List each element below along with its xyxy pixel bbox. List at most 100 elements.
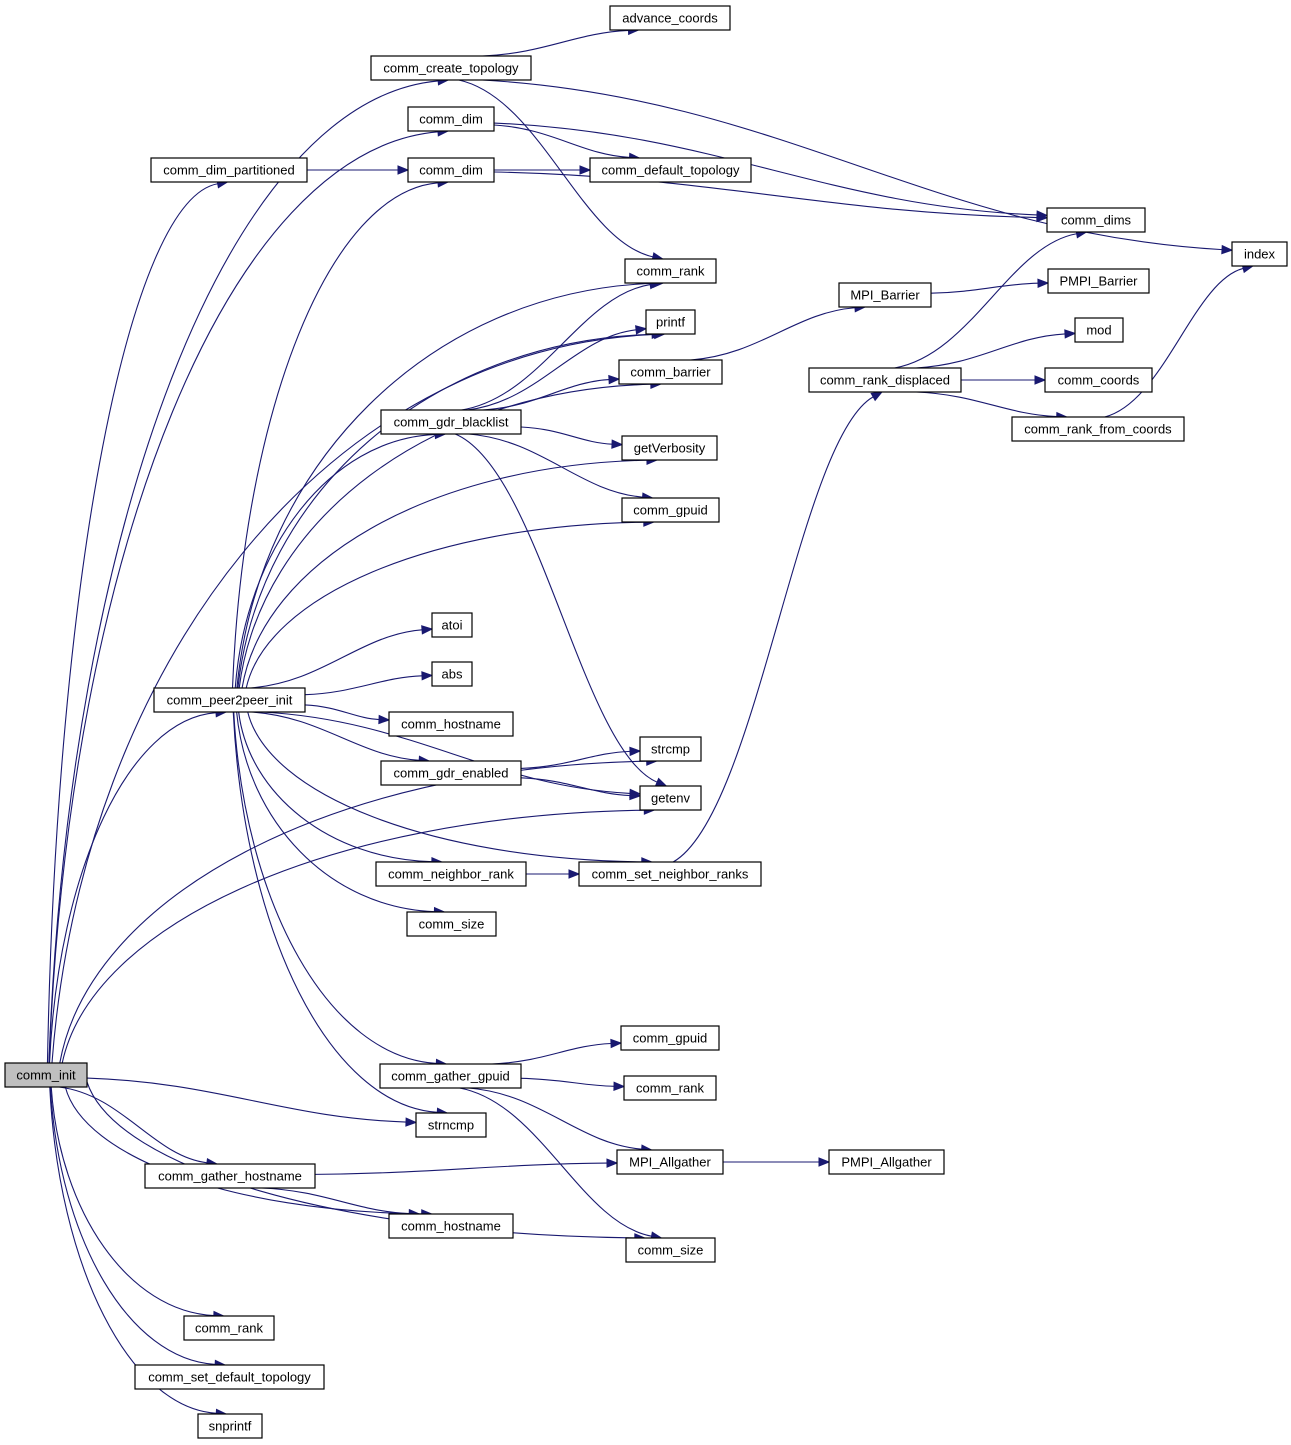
- node-label: comm_peer2peer_init: [167, 693, 293, 708]
- arrowhead-icon: [1064, 329, 1077, 339]
- edge-line: [48, 80, 439, 1064]
- node-getenv[interactable]: getenv: [639, 785, 702, 811]
- node-comm-dims[interactable]: comm_dims: [1046, 207, 1146, 233]
- edge-comm-dim-partitioned-to-comm-dim-b: [307, 165, 410, 175]
- node-abs[interactable]: abs: [431, 661, 473, 687]
- node-comm-gpuid-a[interactable]: comm_gpuid: [621, 497, 720, 523]
- arrowhead-icon: [579, 165, 592, 175]
- node-mod[interactable]: mod: [1074, 317, 1124, 343]
- node-comm-rank-b[interactable]: comm_rank: [623, 1075, 717, 1101]
- node-label: snprintf: [209, 1419, 252, 1434]
- node-comm-barrier[interactable]: comm_barrier: [618, 359, 723, 385]
- edge-line: [520, 426, 613, 445]
- node-comm-dim-partitioned[interactable]: comm_dim_partitioned: [150, 157, 308, 183]
- node-box: [616, 1149, 724, 1175]
- arrowhead-icon: [606, 1158, 619, 1168]
- node-label: comm_neighbor_rank: [388, 867, 514, 882]
- edge-line: [59, 760, 647, 1064]
- node-comm-hostname-b[interactable]: comm_hostname: [388, 1213, 514, 1239]
- edge-comm-gdr-enabled-to-strcmp: [520, 746, 642, 769]
- node-comm-rank-a[interactable]: comm_rank: [624, 258, 717, 284]
- node-comm-coords[interactable]: comm_coords: [1044, 367, 1153, 393]
- node-comm-neighbor-rank[interactable]: comm_neighbor_rank: [375, 861, 527, 887]
- arrowhead-icon: [608, 374, 621, 385]
- node-comm-peer2peer-init[interactable]: comm_peer2peer_init: [153, 687, 306, 713]
- node-comm-size-a[interactable]: comm_size: [406, 911, 497, 937]
- node-comm-init[interactable]: comm_init: [4, 1062, 88, 1088]
- node-comm-rank-from-coords[interactable]: comm_rank_from_coords: [1011, 416, 1185, 442]
- node-comm-hostname-a[interactable]: comm_hostname: [388, 711, 514, 737]
- edge-line: [482, 29, 629, 57]
- node-box: [838, 282, 932, 308]
- node-comm-rank-c[interactable]: comm_rank: [183, 1315, 275, 1341]
- node-box: [380, 760, 522, 786]
- edge-comm-create-topology-to-advance-coords: [482, 25, 640, 57]
- node-advance-coords[interactable]: advance_coords: [609, 5, 731, 31]
- edge-line: [468, 1087, 642, 1150]
- node-index[interactable]: index: [1231, 241, 1288, 267]
- node-mpi-barrier[interactable]: MPI_Barrier: [838, 282, 932, 308]
- edges-layer: [46, 25, 1255, 1419]
- edge-line: [261, 711, 631, 794]
- node-box: [828, 1149, 945, 1175]
- arrowhead-icon: [870, 391, 884, 402]
- node-box: [1046, 207, 1146, 233]
- node-mpi-allgather[interactable]: MPI_Allgather: [616, 1149, 724, 1175]
- node-strcmp[interactable]: strcmp: [639, 736, 702, 762]
- edge-line: [250, 629, 423, 689]
- edge-comm-init-to-printf: [51, 329, 666, 1064]
- node-comm-gdr-blacklist[interactable]: comm_gdr_blacklist: [380, 409, 522, 435]
- node-snprintf[interactable]: snprintf: [197, 1413, 263, 1439]
- arrowhead-icon: [629, 790, 642, 801]
- node-box: [1231, 241, 1288, 267]
- node-comm-gather-hostname[interactable]: comm_gather_hostname: [144, 1163, 316, 1189]
- edge-line: [894, 233, 1077, 369]
- edge-comm-gdr-blacklist-to-getverbosity: [520, 426, 624, 449]
- edge-line: [238, 711, 432, 863]
- node-comm-gdr-enabled[interactable]: comm_gdr_enabled: [380, 760, 522, 786]
- node-comm-gather-gpuid[interactable]: comm_gather_gpuid: [379, 1063, 522, 1089]
- edge-comm-init-to-comm-hostname-b: [64, 1086, 434, 1219]
- node-label: comm_set_default_topology: [148, 1370, 311, 1385]
- edge-comm-neighbor-rank-to-comm-set-neighbor-ranks: [526, 869, 581, 879]
- node-label: comm_dim: [419, 163, 483, 178]
- edge-comm-dim-a-to-comm-dims: [493, 122, 1049, 220]
- node-label: comm_dim: [419, 112, 483, 127]
- node-label: comm_size: [638, 1243, 704, 1258]
- node-pmpi-allgather[interactable]: PMPI_Allgather: [828, 1149, 945, 1175]
- node-box: [1074, 317, 1124, 343]
- edge-line: [493, 171, 1038, 219]
- node-comm-create-topology[interactable]: comm_create_topology: [370, 55, 532, 81]
- node-comm-size-b[interactable]: comm_size: [625, 1237, 716, 1263]
- edge-line: [59, 1086, 208, 1164]
- edge-line: [458, 79, 654, 258]
- node-comm-gpuid-b[interactable]: comm_gpuid: [620, 1025, 720, 1051]
- node-label: strcmp: [651, 742, 690, 757]
- node-comm-default-topology[interactable]: comm_default_topology: [589, 157, 752, 183]
- node-comm-set-default-topology[interactable]: comm_set_default_topology: [134, 1364, 325, 1390]
- arrowhead-icon: [610, 1038, 623, 1049]
- node-label: comm_dims: [1061, 213, 1132, 228]
- node-label: comm_gdr_enabled: [394, 766, 509, 781]
- node-comm-dim-a[interactable]: comm_dim: [407, 106, 495, 132]
- node-label: comm_coords: [1058, 373, 1140, 388]
- edge-line: [86, 1081, 635, 1239]
- node-label: comm_rank: [195, 1321, 263, 1336]
- edge-comm-init-to-strcmp: [59, 756, 659, 1064]
- edge-line: [304, 704, 380, 721]
- arrowhead-icon: [654, 777, 668, 787]
- node-label: comm_size: [419, 917, 485, 932]
- node-comm-rank-displaced[interactable]: comm_rank_displaced: [808, 367, 962, 393]
- node-comm-set-neighbor-ranks[interactable]: comm_set_neighbor_ranks: [578, 861, 762, 887]
- node-label: comm_gpuid: [633, 1031, 707, 1046]
- node-printf[interactable]: printf: [645, 309, 696, 335]
- node-pmpi-barrier[interactable]: PMPI_Barrier: [1047, 268, 1150, 294]
- edge-line: [50, 1086, 214, 1317]
- arrowhead-icon: [397, 165, 410, 175]
- edge-comm-peer2peer-init-to-abs: [304, 671, 434, 696]
- node-strncmp[interactable]: strncmp: [415, 1112, 487, 1138]
- node-comm-dim-b[interactable]: comm_dim: [407, 157, 495, 183]
- node-atoi[interactable]: atoi: [431, 612, 473, 638]
- node-getverbosity[interactable]: getVerbosity: [621, 435, 718, 461]
- edge-line: [690, 307, 856, 361]
